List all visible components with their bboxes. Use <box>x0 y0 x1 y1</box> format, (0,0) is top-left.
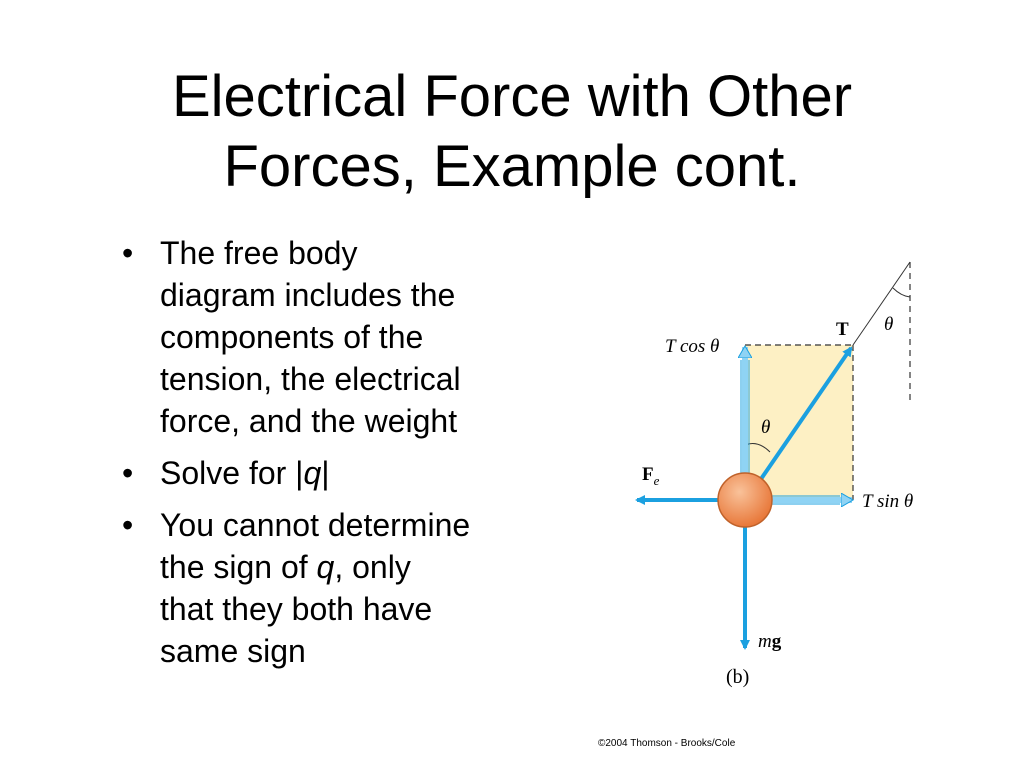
bullet-text-line: that they both have <box>160 591 433 627</box>
mg-m: m <box>758 631 772 652</box>
weight-label: mg <box>758 631 782 652</box>
tension-label: T <box>836 319 849 340</box>
solve-suffix: | <box>321 455 330 491</box>
bullet-item: • Solve for |q| <box>118 452 558 494</box>
mg-g: g <box>772 631 782 652</box>
variable-q: q <box>316 549 335 585</box>
bullet-text-line: components of the <box>160 319 424 355</box>
bullet-text-line: tension, the electrical <box>160 361 461 397</box>
copyright-notice: ©2004 Thomson - Brooks/Cole <box>598 738 736 749</box>
t-sin-label: T sin θ <box>862 491 913 512</box>
bullet-text-line: the sign of q, only <box>160 546 558 588</box>
tension-arrow <box>748 346 853 497</box>
theta-mid-label: θ <box>761 417 770 438</box>
bullet-text-line: same sign <box>160 633 306 669</box>
bullet-item: • You cannot determine the sign of q, on… <box>118 504 558 672</box>
charged-ball <box>717 472 773 528</box>
bullet-text-line: The free body <box>160 235 358 271</box>
fe-subscript: e <box>654 473 660 488</box>
bullet-text-line: You cannot determine <box>160 507 471 543</box>
fe-main: F <box>642 464 654 485</box>
theta-arc-top <box>892 287 911 298</box>
free-body-diagram: T cos θ T θ θ Fe T sin θ mg (b) <box>590 205 950 705</box>
bullet-marker: • <box>122 455 134 491</box>
slide-title: Electrical Force with Other Forces, Exam… <box>0 62 1024 202</box>
variable-q: q <box>303 455 322 491</box>
bullet-list: • The free body diagram includes the com… <box>118 232 558 682</box>
theta-top-label: θ <box>884 314 893 335</box>
bullet-text-line: force, and the weight <box>160 403 458 439</box>
electric-force-label: Fe <box>642 464 660 488</box>
bullet-marker: • <box>122 235 134 271</box>
bullet-text-line: diagram includes the <box>160 277 456 313</box>
figure-caption: (b) <box>726 666 749 688</box>
t-cos-label: T cos θ <box>665 336 719 357</box>
bullet-text-line: Solve for |q| <box>160 452 558 494</box>
sign-prefix: the sign of <box>160 549 317 585</box>
string-line <box>852 261 911 346</box>
bullet-item: • The free body diagram includes the com… <box>118 232 558 442</box>
free-body-diagram-svg: T cos θ T θ θ Fe T sin θ mg (b) <box>635 261 913 688</box>
title-line-2: Forces, Example cont. <box>223 134 801 199</box>
sign-suffix: , only <box>334 549 411 585</box>
solve-prefix: Solve for | <box>160 455 304 491</box>
bullet-marker: • <box>122 507 134 543</box>
title-line-1: Electrical Force with Other <box>171 64 853 129</box>
